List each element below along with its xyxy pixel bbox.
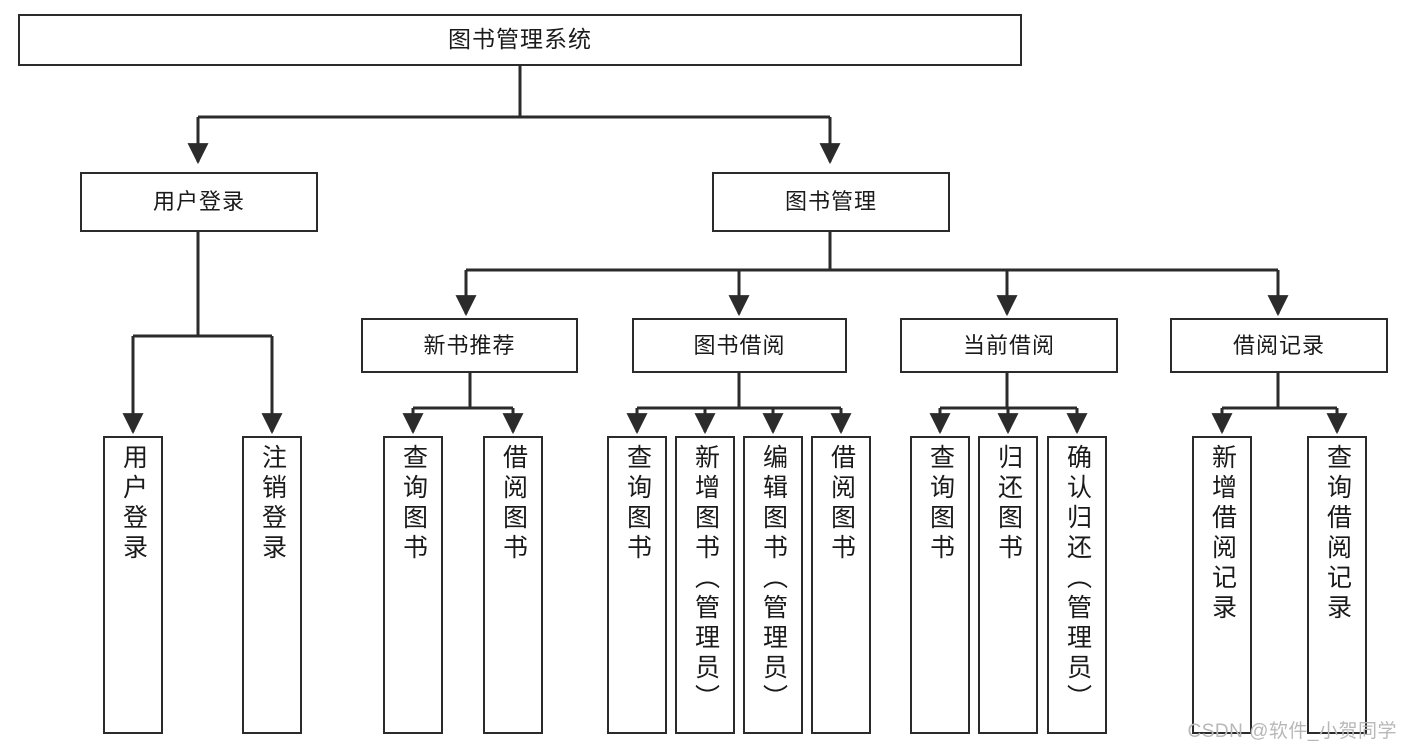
node-current-borrow[interactable]: 当前借阅 <box>900 318 1118 373</box>
leaf-query-book-1-label: 查询图书 <box>399 444 428 564</box>
leaf-query-book-3-label: 查询图书 <box>926 444 955 564</box>
leaf-borrow-book-2[interactable]: 借阅图书 <box>811 436 871 734</box>
node-book-borrow[interactable]: 图书借阅 <box>632 318 847 373</box>
leaf-borrow-book-2-label: 借阅图书 <box>827 444 856 564</box>
leaf-user-login[interactable]: 用户登录 <box>103 436 163 734</box>
node-new-book-rec[interactable]: 新书推荐 <box>361 318 578 373</box>
node-root[interactable]: 图书管理系统 <box>18 14 1022 66</box>
leaf-add-record-label: 新增借阅记录 <box>1208 444 1237 624</box>
leaf-edit-book-label: 编辑图书（管理员） <box>759 444 788 714</box>
leaf-logout[interactable]: 注销登录 <box>242 436 302 734</box>
node-borrow-record-label: 借阅记录 <box>1232 332 1325 358</box>
leaf-add-book-label: 新增图书（管理员） <box>691 444 720 714</box>
node-borrow-record[interactable]: 借阅记录 <box>1170 318 1388 373</box>
leaf-query-book-2-label: 查询图书 <box>623 444 652 564</box>
node-root-label: 图书管理系统 <box>448 26 592 53</box>
node-user-login[interactable]: 用户登录 <box>80 172 318 232</box>
leaf-add-book[interactable]: 新增图书（管理员） <box>675 436 735 734</box>
leaf-edit-book[interactable]: 编辑图书（管理员） <box>743 436 803 734</box>
leaf-query-book-1[interactable]: 查询图书 <box>383 436 443 734</box>
leaf-user-login-label: 用户登录 <box>119 444 148 564</box>
leaf-borrow-book-1-label: 借阅图书 <box>499 444 528 564</box>
csdn-watermark: CSDN @软件_小贺同学 <box>1187 721 1397 742</box>
node-current-borrow-label: 当前借阅 <box>962 332 1055 358</box>
node-book-manage[interactable]: 图书管理 <box>712 172 950 232</box>
leaf-query-record[interactable]: 查询借阅记录 <box>1307 436 1367 734</box>
leaf-borrow-book-1[interactable]: 借阅图书 <box>483 436 543 734</box>
leaf-logout-label: 注销登录 <box>258 444 287 564</box>
leaf-confirm-return[interactable]: 确认归还（管理员） <box>1047 436 1107 734</box>
node-book-borrow-label: 图书借阅 <box>693 332 786 358</box>
node-user-login-label: 用户登录 <box>152 189 245 215</box>
node-new-book-rec-label: 新书推荐 <box>423 332 516 358</box>
leaf-query-book-2[interactable]: 查询图书 <box>607 436 667 734</box>
leaf-query-record-label: 查询借阅记录 <box>1323 444 1352 624</box>
leaf-return-book[interactable]: 归还图书 <box>978 436 1038 734</box>
leaf-confirm-return-label: 确认归还（管理员） <box>1063 444 1092 714</box>
leaf-return-book-label: 归还图书 <box>994 444 1023 564</box>
node-book-manage-label: 图书管理 <box>784 189 877 215</box>
leaf-add-record[interactable]: 新增借阅记录 <box>1192 436 1252 734</box>
leaf-query-book-3[interactable]: 查询图书 <box>910 436 970 734</box>
